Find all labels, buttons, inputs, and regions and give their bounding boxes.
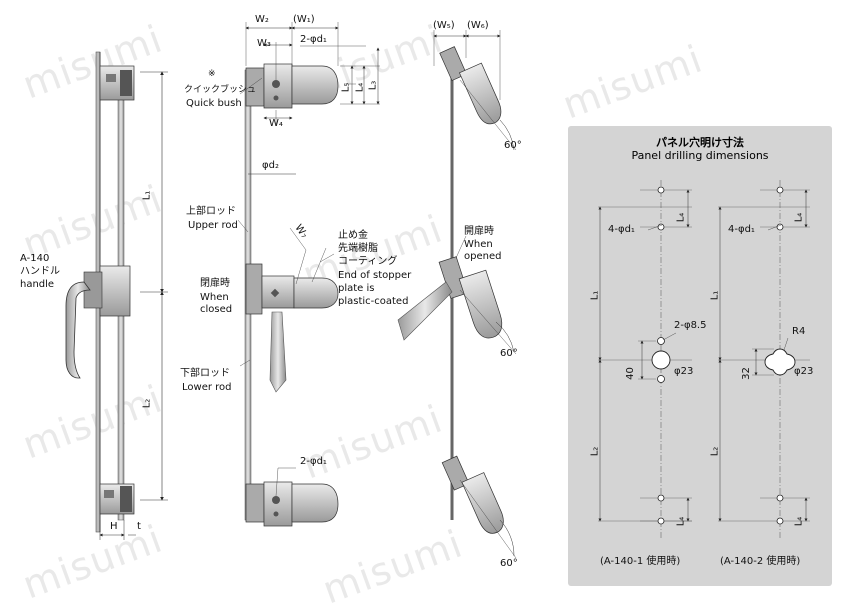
stopper-en-3: plastic-coated: [338, 296, 409, 307]
quick-bush-mark: ※: [208, 69, 216, 79]
panel-drilling-a140-2: [718, 180, 810, 540]
panel-drilling-box: [568, 126, 832, 586]
lower-rod-en: Lower rod: [182, 382, 232, 393]
closed-jp: 閉扉時: [200, 278, 230, 289]
dim-w2: W₂: [255, 14, 269, 25]
dim-w3: W₃: [257, 38, 271, 49]
panel-left-hole-center: 2-φ8.5: [674, 320, 707, 331]
stopper-jp-3: コーティング: [338, 256, 398, 267]
panel-right-dia: φ23: [794, 366, 814, 377]
panel-right-caption: (A-140-2 使用時): [720, 556, 801, 567]
stopper-jp-2: 先端樹脂: [338, 243, 378, 254]
dim-d1-top: 2-φd₁: [300, 34, 327, 45]
dim-l2: L₂: [141, 398, 153, 409]
upper-rod-jp: 上部ロッド: [186, 206, 236, 217]
panel-left-l1: L₁: [589, 290, 601, 301]
handle-label-en: handle: [20, 279, 55, 290]
panel-right-radius: R4: [792, 326, 806, 337]
panel-left-40: 40: [624, 367, 636, 380]
angle-mid: 60°: [500, 348, 518, 359]
panel-title-en: Panel drilling dimensions: [631, 149, 769, 162]
upper-rod-en: Upper rod: [188, 220, 238, 231]
panel-left-holes: 4-φd₁: [608, 224, 635, 235]
quick-bush-jp: クイックブッシュ: [184, 85, 257, 95]
closed-en-2: closed: [200, 304, 233, 315]
panel-left-dia: φ23: [674, 366, 694, 377]
panel-right-l4-top: L₄: [793, 212, 805, 223]
middle-front-view: [237, 22, 380, 527]
left-side-view: [65, 51, 168, 540]
opened-en-2: opened: [464, 251, 502, 262]
handle-label-jp: ハンドル: [20, 266, 60, 277]
dim-d1-bottom: 2-φd₁: [300, 456, 327, 467]
dim-t: t: [137, 521, 141, 532]
quick-bush-en: Quick bush: [186, 98, 242, 109]
panel-right-l4-bottom: L₄: [793, 516, 805, 527]
panel-drilling-a140-1: [598, 180, 692, 540]
angle-top: 60°: [504, 140, 522, 151]
angle-bottom: 60°: [500, 558, 518, 569]
handle-label-code: A-140: [20, 253, 50, 264]
dim-l3: L₃: [367, 80, 379, 91]
dim-d2: φd₂: [262, 160, 279, 171]
panel-left-l4-bottom: L₄: [675, 516, 687, 527]
panel-title-jp: パネル穴明け寸法: [656, 136, 744, 149]
dim-l1: L₁: [141, 190, 153, 201]
opened-en-1: When: [464, 239, 493, 250]
dim-l4: L₄: [354, 82, 366, 93]
closed-en-1: When: [200, 292, 229, 303]
stopper-en-1: End of stopper: [338, 270, 412, 281]
right-opened-view: [397, 30, 517, 559]
dim-l5: L₅: [340, 82, 352, 93]
stopper-jp-1: 止め金: [338, 230, 368, 241]
dim-w5: (W₅): [433, 20, 455, 31]
panel-right-l2: L₂: [709, 446, 721, 457]
stopper-en-2: plate is: [338, 283, 375, 294]
dim-w1: (W₁): [293, 14, 315, 25]
dim-h: H: [110, 521, 118, 532]
panel-left-l4-top: L₄: [675, 212, 687, 223]
dim-w4: W₄: [269, 118, 283, 129]
opened-jp: 開扉時: [464, 226, 494, 237]
panel-left-l2: L₂: [589, 446, 601, 457]
panel-right-holes: 4-φd₁: [728, 224, 755, 235]
panel-right-l1: L₁: [709, 290, 721, 301]
dim-w6: (W₆): [467, 20, 489, 31]
lower-rod-jp: 下部ロッド: [180, 368, 230, 379]
panel-left-caption: (A-140-1 使用時): [600, 556, 681, 567]
panel-right-32: 32: [740, 367, 752, 380]
